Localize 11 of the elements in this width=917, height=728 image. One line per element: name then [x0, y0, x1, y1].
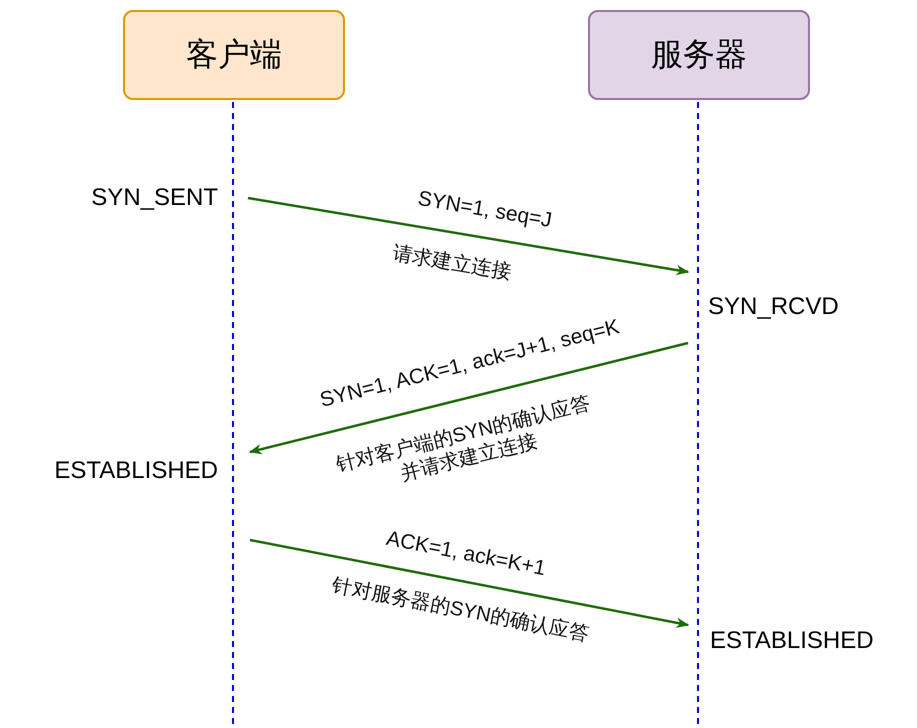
participant-box: 服务器 — [588, 10, 810, 100]
state-label: ESTABLISHED — [54, 457, 218, 485]
edge-label: SYN=1, seq=J — [415, 186, 553, 234]
arrow — [250, 538, 690, 628]
description-label: 请求建立连接 — [390, 240, 514, 286]
arrow — [248, 196, 690, 276]
arrow — [248, 342, 688, 454]
participant-box: 客户端 — [123, 10, 345, 100]
state-label: SYN_RCVD — [708, 293, 839, 321]
state-label: SYN_SENT — [91, 184, 218, 212]
state-label: ESTABLISHED — [710, 627, 874, 655]
